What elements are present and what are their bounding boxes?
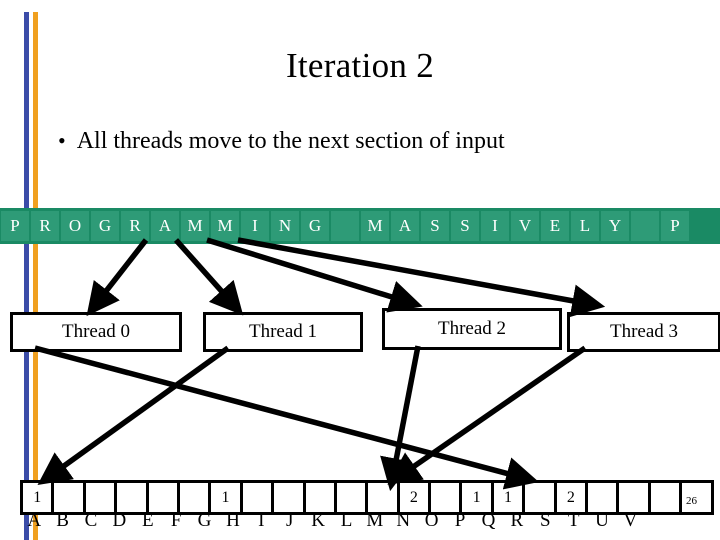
output-cell bbox=[306, 483, 337, 512]
output-label: I bbox=[258, 510, 265, 531]
input-strip-cell bbox=[631, 211, 659, 241]
output-label: L bbox=[340, 510, 353, 531]
output-cell bbox=[682, 483, 714, 512]
thread-label: Thread 2 bbox=[437, 318, 507, 339]
output-cell bbox=[431, 483, 463, 512]
output-label: N bbox=[396, 510, 411, 531]
thread-box-0[interactable]: Thread 0 bbox=[10, 312, 182, 352]
input-strip-cell: M bbox=[361, 211, 389, 241]
output-label: T bbox=[567, 510, 580, 531]
slide-title: Iteration 2 bbox=[285, 46, 435, 85]
output-label: V bbox=[623, 510, 638, 531]
output-cell: 1 bbox=[494, 483, 526, 512]
output-cell bbox=[117, 483, 149, 512]
output-cell: 2 bbox=[557, 483, 589, 512]
input-strip-cell: G bbox=[301, 211, 329, 241]
arrow-thread1-to-output bbox=[37, 345, 230, 485]
arrow-thread0-to-output bbox=[34, 345, 539, 490]
output-label: R bbox=[510, 510, 524, 531]
accent-bar-blue bbox=[24, 12, 29, 540]
output-cell bbox=[525, 483, 557, 512]
bullet-marker: • bbox=[58, 128, 66, 153]
output-label: F bbox=[170, 510, 182, 531]
output-cell: 1 bbox=[462, 483, 494, 512]
slide-number: 26 bbox=[686, 495, 697, 507]
thread-box-3[interactable]: Thread 3 bbox=[567, 312, 720, 352]
output-label: G bbox=[197, 510, 212, 531]
output-label: B bbox=[56, 510, 69, 531]
input-strip-cell: O bbox=[61, 211, 89, 241]
thread-box-2[interactable]: Thread 2 bbox=[382, 308, 562, 350]
bullet-row: • All threads move to the next section o… bbox=[58, 126, 678, 157]
output-cell bbox=[149, 483, 180, 512]
thread-box-1[interactable]: Thread 1 bbox=[203, 312, 363, 352]
input-strip-cell: G bbox=[91, 211, 119, 241]
input-strip-cell: M bbox=[181, 211, 209, 241]
output-cell: 1 bbox=[211, 483, 243, 512]
output-label: C bbox=[84, 510, 98, 531]
arrow-thread3-to-output bbox=[387, 345, 587, 485]
input-strip-cell: P bbox=[1, 211, 29, 241]
output-label: S bbox=[539, 510, 551, 531]
output-label: J bbox=[286, 510, 294, 531]
output-cell bbox=[337, 483, 369, 512]
accent-bar-orange bbox=[33, 12, 38, 540]
output-label: A bbox=[27, 510, 42, 531]
input-strip-cell: E bbox=[541, 211, 569, 241]
arrow-strip-to-thread2 bbox=[206, 237, 423, 313]
output-label: P bbox=[454, 510, 466, 531]
input-strip-cell: S bbox=[451, 211, 479, 241]
arrow-strip-to-thread0 bbox=[86, 238, 149, 317]
thread-label: Thread 3 bbox=[609, 321, 679, 342]
output-label: K bbox=[311, 510, 325, 531]
output-cell bbox=[588, 483, 620, 512]
input-strip-cell bbox=[331, 211, 359, 241]
output-cell bbox=[619, 483, 651, 512]
output-cell bbox=[243, 483, 275, 512]
input-strip-cell: I bbox=[481, 211, 509, 241]
output-cell: 1 bbox=[23, 483, 55, 512]
output-label: E bbox=[141, 510, 154, 531]
input-strip-cell: A bbox=[391, 211, 419, 241]
input-strip-cell: L bbox=[571, 211, 599, 241]
bullet-text: All threads move to the next section of … bbox=[76, 128, 505, 154]
input-strip-cell: R bbox=[31, 211, 59, 241]
output-label: M bbox=[366, 510, 384, 531]
output-label: H bbox=[226, 510, 240, 531]
output-cell bbox=[86, 483, 118, 512]
input-strip-cell: R bbox=[121, 211, 149, 241]
output-cell bbox=[368, 483, 400, 512]
input-strip-cell: S bbox=[421, 211, 449, 241]
arrow-strip-to-thread3 bbox=[237, 237, 606, 318]
output-cell bbox=[274, 483, 306, 512]
input-strip-cell: I bbox=[241, 211, 269, 241]
output-cell: 2 bbox=[400, 483, 432, 512]
output-cell bbox=[651, 483, 683, 512]
input-strip-cell: V bbox=[511, 211, 539, 241]
arrow-strip-to-thread1 bbox=[173, 238, 244, 316]
output-label: Q bbox=[481, 510, 496, 531]
input-strip-cell: M bbox=[211, 211, 239, 241]
thread-label: Thread 0 bbox=[61, 321, 131, 342]
output-cell bbox=[180, 483, 212, 512]
output-label: O bbox=[424, 510, 439, 531]
input-strip-cell: A bbox=[151, 211, 179, 241]
input-strip-cell: Y bbox=[601, 211, 629, 241]
output-label: U bbox=[595, 510, 609, 531]
input-strip-cell: N bbox=[271, 211, 299, 241]
input-strip-cell: P bbox=[661, 211, 689, 241]
output-label: D bbox=[112, 510, 127, 531]
output-cell bbox=[54, 483, 86, 512]
thread-label: Thread 1 bbox=[248, 321, 318, 342]
arrow-thread2-to-output bbox=[380, 345, 421, 492]
